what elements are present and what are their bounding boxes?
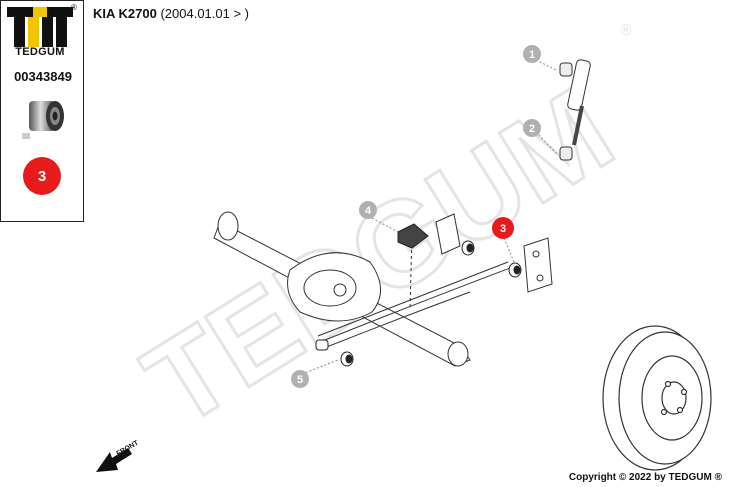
callout-4[interactable]: 4 [359,201,377,219]
bump-stop [397,223,429,249]
part-info-panel: ® TEDGUM 00343849 3 [0,0,84,222]
rear-axle-exploded-diagram: TEDGUM [96,45,712,472]
tedgum-logo-icon [7,7,73,47]
callout-leaders [301,59,559,375]
shock-absorber [559,59,591,161]
brand-name: TEDGUM [15,46,65,58]
watermark-registered-mark: ® [620,22,632,39]
vehicle-title: KIA K2700 (2004.01.01 > ) [93,6,249,21]
copyright-notice: Copyright © 2022 by TEDGUM ® [568,472,722,483]
front-arrow-icon: FRONT [96,439,141,472]
bushings [315,240,522,367]
callout-5[interactable]: 5 [291,370,309,388]
svg-text:4: 4 [365,205,372,217]
registered-mark: ® [71,3,77,12]
svg-text:1: 1 [529,49,535,61]
callout-2[interactable]: 2 [523,119,541,137]
selected-callout-badge[interactable]: 3 [23,157,61,195]
part-number: 00343849 [14,69,72,84]
vehicle-years: (2004.01.01 > ) [160,6,249,21]
svg-text:2: 2 [529,123,535,135]
axle-housing [213,211,471,367]
svg-text:5: 5 [297,374,303,386]
shackle-plates [435,213,553,293]
watermark-text: TEDGUM [123,63,635,452]
vehicle-model: KIA K2700 [93,6,157,21]
svg-text:3: 3 [500,223,506,235]
bushing-thumbnail-icon[interactable] [19,95,69,141]
callout-1[interactable]: 1 [523,45,541,63]
wheel [602,325,712,471]
callout-3[interactable]: 3 [492,217,514,239]
